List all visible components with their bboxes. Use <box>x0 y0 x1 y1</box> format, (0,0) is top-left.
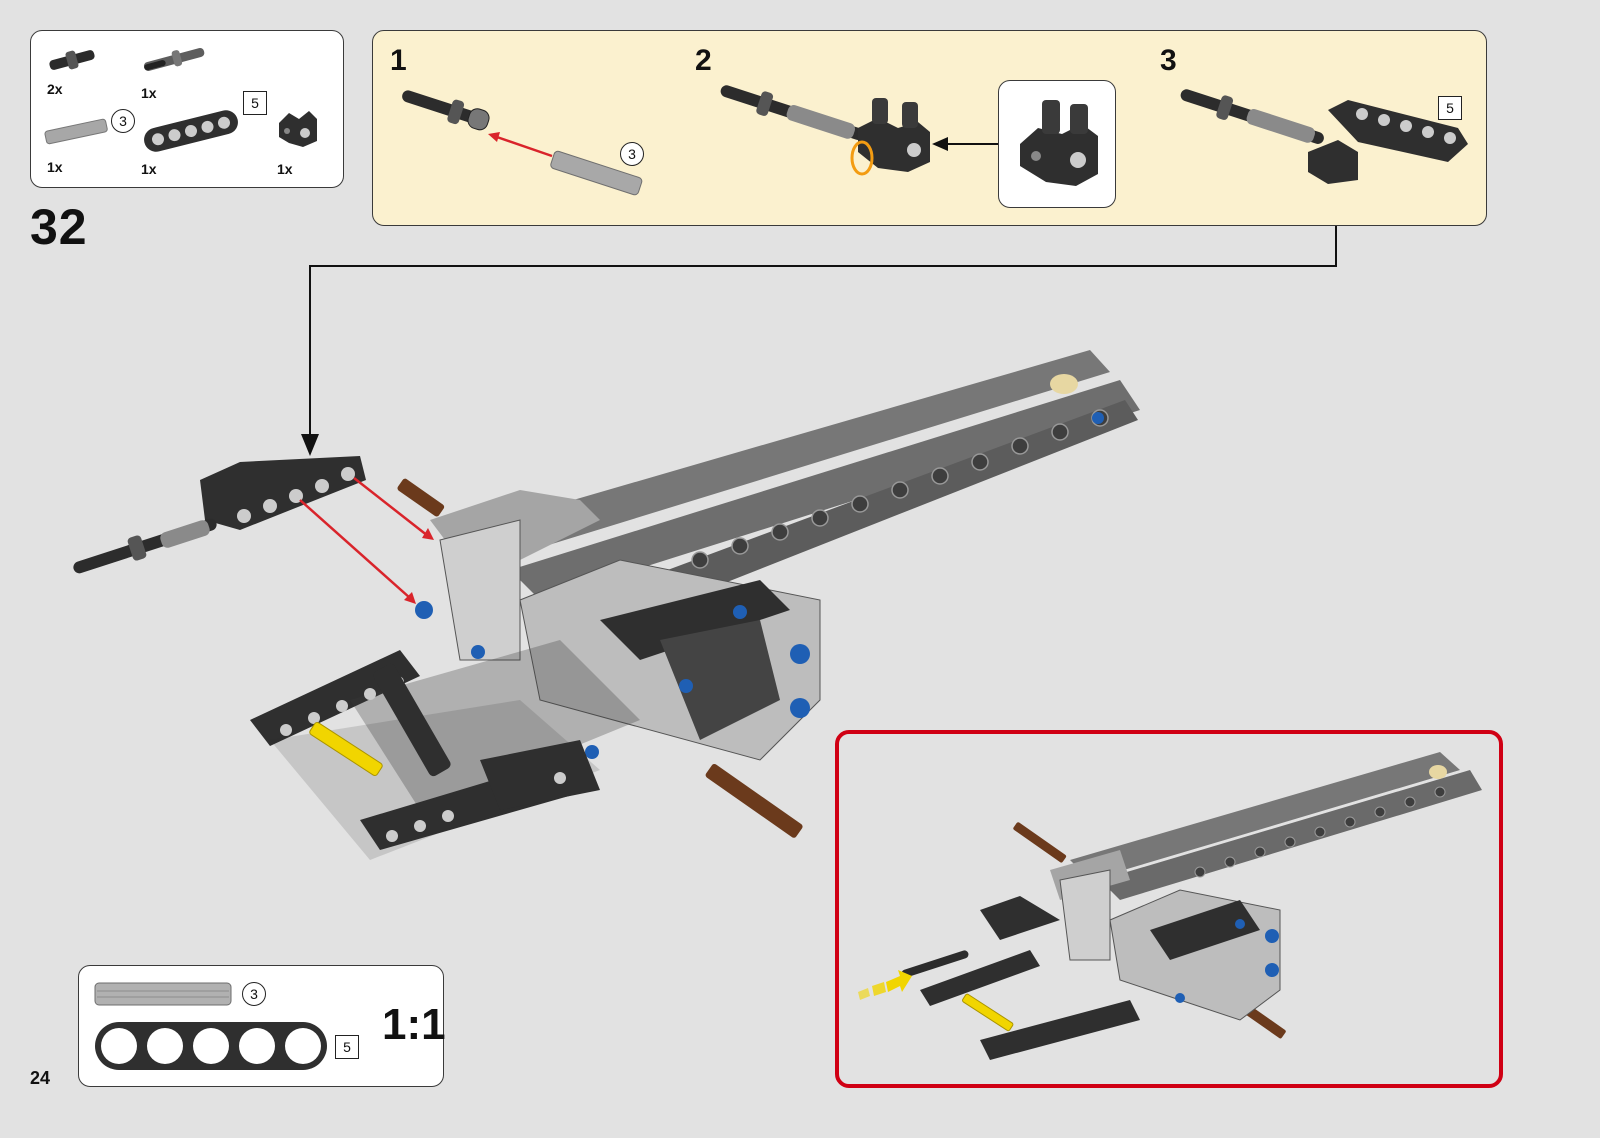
completed-model-illustration <box>0 0 1600 1138</box>
